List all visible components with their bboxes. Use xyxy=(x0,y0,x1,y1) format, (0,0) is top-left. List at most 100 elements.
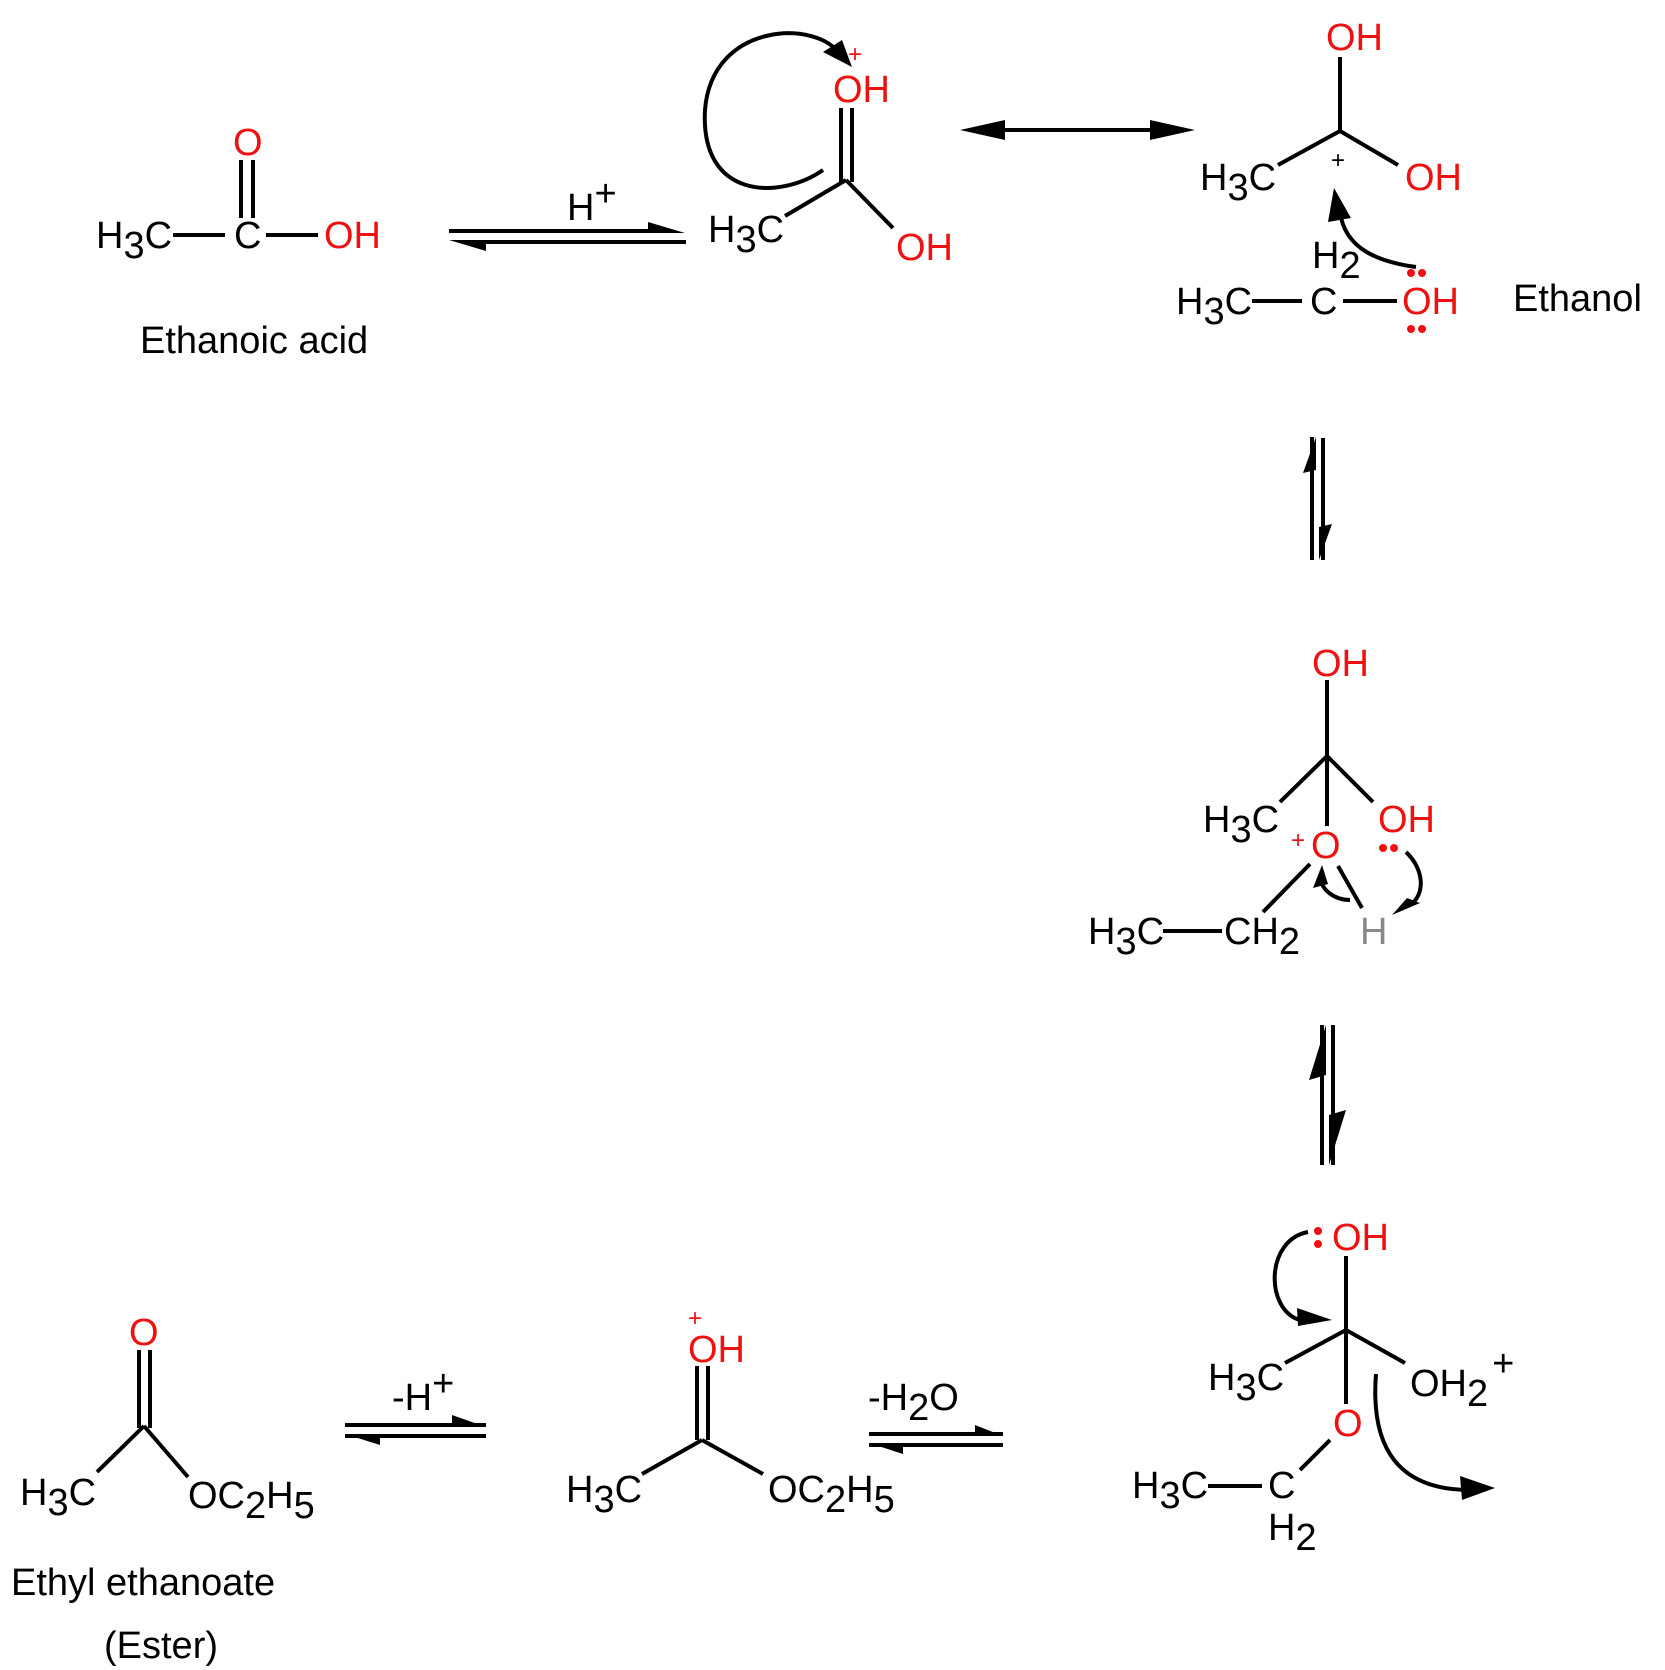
arrowhead xyxy=(960,120,1005,140)
single-bond xyxy=(783,178,848,218)
atom-label: OH xyxy=(1326,17,1383,59)
atom-label: OH xyxy=(833,69,890,111)
atom-label: H xyxy=(1360,911,1387,953)
lone-pair-dot xyxy=(1407,269,1415,277)
atom-label: H2 xyxy=(1268,1507,1317,1559)
atom-label: H3C xyxy=(566,1469,642,1521)
ethanoic-acid: H3C C O OH Ethanoic acid xyxy=(96,122,381,362)
charge-plus: + xyxy=(1331,147,1345,174)
arrowhead xyxy=(452,1415,486,1427)
arrowhead xyxy=(1303,437,1316,473)
equilibrium-arrow-step1: H+ xyxy=(449,173,686,251)
arrowhead xyxy=(1460,1476,1495,1500)
arrowhead xyxy=(1392,898,1420,915)
arrowhead xyxy=(1313,865,1328,888)
atom-label: OC2H5 xyxy=(188,1475,315,1527)
water-leaving-intermediate: OH H3C OH2+ O H3C C H2 xyxy=(1132,1217,1514,1559)
arrowhead xyxy=(1328,188,1351,222)
atom-label: H3C xyxy=(708,209,784,261)
atom-label: OC2H5 xyxy=(768,1469,895,1521)
arrowhead xyxy=(1319,524,1332,560)
atom-label: CH2 xyxy=(1224,911,1300,963)
atom-label: C xyxy=(1268,1465,1295,1507)
arrowhead xyxy=(1297,1308,1332,1326)
charge-plus: + xyxy=(688,1305,702,1332)
single-bond xyxy=(95,1424,146,1474)
atom-label: OH xyxy=(1405,157,1462,199)
atom-label: H3C xyxy=(1176,281,1252,333)
molecule-name: Ethanol xyxy=(1513,278,1642,320)
atom-label: O xyxy=(1311,825,1341,867)
molecule-name: Ethanoic acid xyxy=(140,320,368,362)
single-bond xyxy=(1298,1438,1332,1472)
protonated-acid: + OH H3C OH xyxy=(702,31,953,269)
arrowhead xyxy=(1329,1110,1346,1165)
atom-label: C xyxy=(1310,281,1337,323)
single-bond xyxy=(1325,754,1375,804)
reagent-label: -H2O xyxy=(868,1377,959,1429)
charge-plus: + xyxy=(1291,827,1305,854)
reagent-label: H+ xyxy=(567,173,617,229)
curly-arrow xyxy=(1272,1230,1309,1322)
atom-label: O xyxy=(233,122,263,164)
molecule-subname: (Ester) xyxy=(104,1625,218,1667)
arrowhead xyxy=(1150,120,1195,140)
atom-label: H3C xyxy=(96,215,172,267)
arrowhead xyxy=(345,1434,380,1445)
atom-label: H3C xyxy=(1200,157,1276,209)
arrowhead xyxy=(975,1425,1003,1436)
atom-label: H3C xyxy=(1203,799,1279,851)
atom-label: OH xyxy=(1332,1217,1389,1259)
single-bond xyxy=(1278,754,1329,804)
curly-arrow xyxy=(1404,850,1423,907)
atom-label: H3C xyxy=(1208,1357,1284,1409)
equilibrium-arrow-step2 xyxy=(1303,437,1332,560)
ethanol: H2 H3C C OH Ethanol xyxy=(1176,188,1642,333)
lone-pair-dot xyxy=(1314,1240,1322,1248)
curly-arrow xyxy=(1338,211,1417,269)
arrowhead xyxy=(823,40,852,67)
equilibrium-arrow-step4: -H2O xyxy=(868,1377,1003,1454)
reagent-label: -H+ xyxy=(392,1363,454,1419)
arrowhead xyxy=(869,1443,903,1454)
o-h-bond xyxy=(1336,865,1364,909)
single-bond xyxy=(142,1424,190,1479)
arrowhead xyxy=(1309,1025,1326,1080)
atom-label: H3C xyxy=(1132,1465,1208,1517)
curly-arrow xyxy=(702,31,842,190)
atom-label: H3C xyxy=(1088,911,1164,963)
single-bond xyxy=(641,1438,703,1476)
single-bond xyxy=(1261,862,1312,914)
atom-label: H3C xyxy=(20,1472,96,1524)
lone-pair-dot xyxy=(1314,1227,1322,1235)
atom-label: O xyxy=(1333,1403,1363,1445)
lone-pair-dot xyxy=(1379,844,1387,852)
ethyl-ethanoate: O H3C OC2H5 Ethyl ethanoate (Ester) xyxy=(11,1312,315,1667)
equilibrium-arrow-step3 xyxy=(1309,1025,1346,1165)
curly-arrow xyxy=(1373,1373,1471,1492)
resonance-arrow xyxy=(960,120,1195,140)
single-bond xyxy=(1338,129,1400,167)
protonated-ester: + OH H3C OC2H5 xyxy=(566,1305,895,1521)
atom-label: OH xyxy=(896,227,953,269)
oxonium-intermediate: OH H3C OH + O H3C CH2 H xyxy=(1088,643,1435,963)
single-bond xyxy=(701,1438,764,1476)
atom-label: OH xyxy=(688,1329,745,1371)
lone-pair-dot xyxy=(1418,269,1426,277)
atom-label: OH xyxy=(1378,799,1435,841)
atom-label: OH xyxy=(1402,281,1459,323)
atom-label: OH2+ xyxy=(1410,1343,1514,1415)
single-bond xyxy=(1284,1328,1347,1365)
single-bond xyxy=(1345,1328,1406,1365)
atom-label: OH xyxy=(324,215,381,257)
lone-pair-dot xyxy=(1390,844,1398,852)
atom-label: OH xyxy=(1312,643,1369,685)
lone-pair-dot xyxy=(1418,325,1426,333)
equilibrium-arrow-step5: -H+ xyxy=(345,1363,486,1445)
atom-label: H2 xyxy=(1312,235,1361,287)
atom-label: C xyxy=(234,215,261,257)
arrowhead xyxy=(449,240,486,251)
molecule-name: Ethyl ethanoate xyxy=(11,1562,275,1604)
lone-pair-dot xyxy=(1407,325,1415,333)
